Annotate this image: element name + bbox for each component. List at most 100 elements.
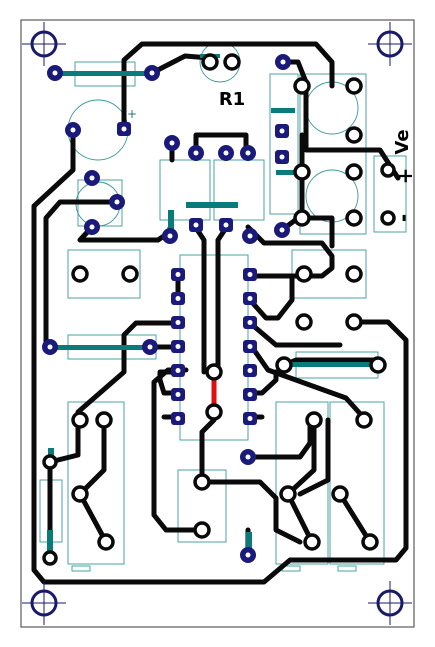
lead-hole-8	[169, 140, 175, 146]
pad-br-f	[361, 533, 379, 551]
lead-hole-10	[223, 150, 229, 156]
pad-rr-b	[345, 265, 363, 283]
label-ve: Ve	[392, 129, 413, 154]
lead-hole-4	[70, 127, 76, 133]
pad-rr-a	[295, 265, 313, 283]
lead-hole-7	[89, 224, 95, 230]
trace-bottom-right-b	[285, 417, 373, 545]
lead-hole-6	[114, 199, 120, 205]
label-minus: -	[391, 214, 415, 222]
trace-left-outer	[31, 127, 409, 585]
bar-ic-right	[276, 170, 300, 175]
ic-hole-l1	[175, 272, 181, 277]
trace-center-bus-2	[215, 225, 229, 375]
trace-right-diag	[247, 320, 343, 348]
bar-left-vertical	[47, 530, 53, 556]
pad-relay-7	[345, 209, 363, 227]
pad-rr-c	[295, 313, 313, 331]
label-plus: +	[393, 168, 417, 185]
pad-ve-2	[380, 210, 396, 226]
ic-hole-l5	[175, 368, 181, 373]
mount-hole-bottom-left	[22, 581, 66, 625]
trace-bottom-right-a	[247, 417, 317, 497]
ic-hole-r5	[247, 368, 253, 373]
pad-br-d	[331, 485, 349, 503]
lead-hole-9	[193, 150, 199, 156]
trace-left-inner	[43, 199, 120, 350]
pad-left-strip-a	[42, 454, 58, 470]
trace-right-ic-pad	[247, 273, 295, 321]
ic-hole-r4	[247, 344, 253, 349]
trace-center-bus-1	[193, 225, 207, 375]
ic-hole-l6	[175, 392, 181, 397]
pad-br-e	[303, 533, 321, 551]
trace-top-right	[280, 59, 401, 181]
pad-br-a	[305, 411, 323, 429]
lead-pads	[42, 54, 291, 563]
silk-ic1	[159, 159, 211, 221]
lead-hole-17	[245, 454, 251, 460]
pad-left-a	[71, 411, 89, 429]
ic-hole-r7	[247, 416, 253, 421]
silk-diode-col	[269, 73, 299, 215]
lead-hole-15	[47, 344, 53, 350]
silk-small-tab-1	[71, 565, 91, 572]
pad-r1-b	[223, 53, 241, 71]
ic-hole-d1	[279, 128, 285, 134]
pad-rl-b	[121, 265, 139, 283]
pad-left-b	[95, 411, 113, 429]
lead-hole-13	[247, 233, 253, 239]
label-r1: R1	[219, 89, 245, 110]
lead-hole-1	[52, 70, 58, 76]
pad-r1-a	[201, 53, 219, 71]
lead-hole-16	[147, 344, 153, 350]
ic-pad-holes	[121, 126, 285, 421]
th-pads	[42, 53, 396, 566]
bar-right-mid	[285, 362, 380, 367]
ic-hole-r6	[247, 392, 253, 397]
ic-hole-ic1-2	[223, 222, 229, 228]
trace-layer	[31, 41, 409, 585]
pad-rr-d	[345, 313, 363, 331]
lead-hole-11	[245, 150, 251, 156]
ic-hole-r3	[247, 320, 253, 325]
pad-jumper-top	[205, 363, 223, 381]
ic-hole-ic1-1	[193, 222, 199, 228]
silk-small-tab-3	[337, 565, 357, 572]
ic-hole-l7	[175, 416, 181, 421]
trace-left-bottom-diag	[77, 417, 109, 545]
silk-left-box	[67, 401, 125, 565]
silk-bottom-right-a	[275, 401, 329, 565]
bar-left-mid	[50, 345, 150, 350]
trace-ic1-top	[169, 132, 249, 163]
silkscreen-layer	[39, 41, 407, 572]
pad-mid-a	[193, 473, 211, 491]
pad-relay-1	[293, 77, 311, 95]
bar-ic-mid	[186, 202, 238, 208]
ic-hole-l4	[175, 344, 181, 349]
pad-relay-2	[345, 77, 363, 95]
ic-hole-cap	[121, 126, 127, 132]
pad-ve-1	[380, 162, 396, 178]
bar-ic-left	[168, 210, 174, 232]
mounting-holes	[22, 22, 412, 625]
pad-relay-5	[345, 163, 363, 181]
pad-left-c	[71, 485, 89, 503]
pad-left-strip-b	[42, 550, 58, 566]
pad-rrow-b	[369, 356, 387, 374]
pad-relay-4	[293, 163, 311, 181]
board-outline	[20, 19, 415, 628]
lead-hole-12	[167, 233, 173, 239]
trace-pin-pairs	[147, 271, 181, 350]
pad-left-d	[97, 533, 115, 551]
silk-ic2	[213, 159, 265, 221]
ic-hole-l2	[175, 296, 181, 301]
pad-mid-b	[193, 521, 211, 539]
ic-hole-l3	[175, 320, 181, 325]
mount-hole-top-right	[368, 22, 412, 66]
lead-hole-2	[149, 70, 155, 76]
lead-hole-3	[280, 59, 286, 65]
bar-top-right	[271, 108, 295, 113]
silk-ve-connector	[373, 155, 407, 233]
